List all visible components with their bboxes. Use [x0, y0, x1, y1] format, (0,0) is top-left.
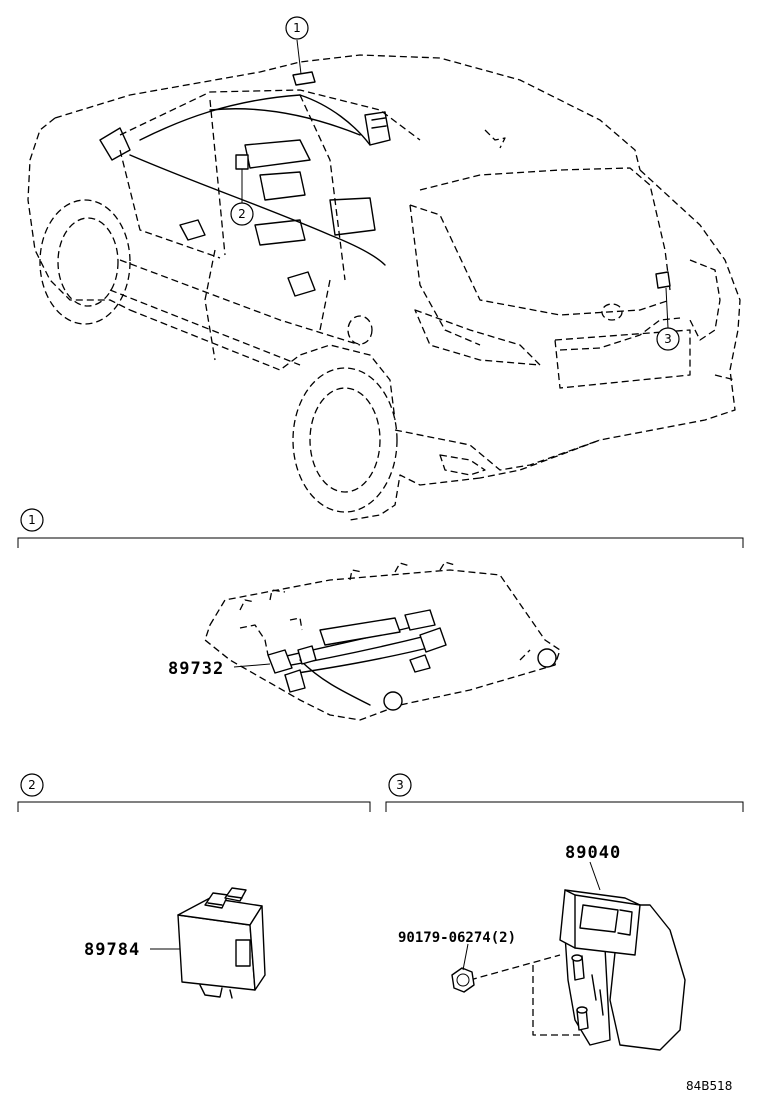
figure-code: 84B518 [686, 1079, 732, 1093]
section-3: 3 89040 [385, 773, 744, 1051]
section-2-number: 2 [28, 778, 36, 792]
nut-90179-06274 [451, 954, 580, 1036]
part-89040-label: 89040 [565, 843, 621, 863]
sensor-assembly-89040 [559, 889, 641, 1046]
callout-3-vehicle: 3 [656, 287, 680, 351]
vehicle-outline [27, 54, 741, 521]
callout-1-label: 1 [293, 21, 301, 35]
section-1-number: 1 [28, 513, 36, 527]
control-module-89784 [177, 887, 266, 999]
part-90179-06274-label: 90179-06274(2) [398, 930, 516, 946]
section-3-number: 3 [396, 778, 404, 792]
part-89732-label: 89732 [168, 659, 224, 679]
callout-2-label: 2 [238, 207, 246, 221]
callout-2-vehicle: 2 [230, 169, 254, 226]
section-1: 1 [17, 508, 744, 721]
part-89784-label: 89784 [84, 940, 140, 960]
section-2: 2 89784 [17, 773, 371, 999]
roof-trim-outline [204, 561, 561, 721]
callout-3-label: 3 [664, 332, 672, 346]
callout-1-vehicle: 1 [285, 16, 309, 75]
wire-harness-89732 [267, 609, 447, 706]
